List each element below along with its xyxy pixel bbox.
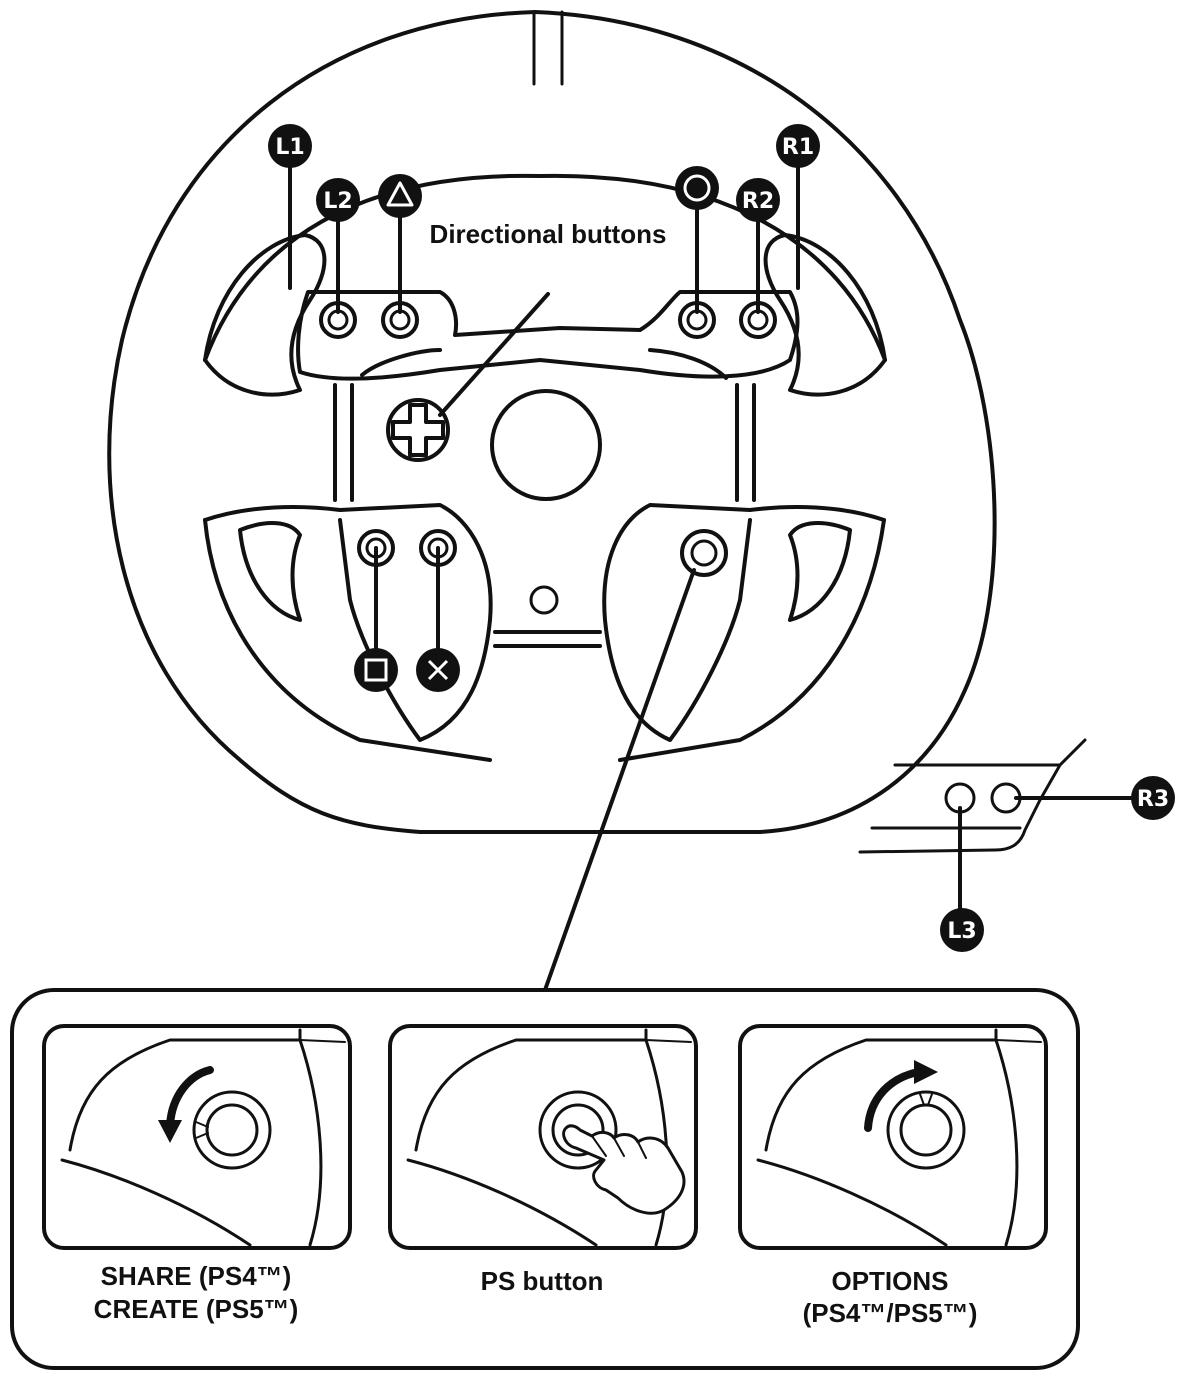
- directional-buttons-label: Directional buttons: [430, 219, 667, 249]
- share-create-panel: SHARE (PS4™) CREATE (PS5™): [42, 1024, 352, 1324]
- callout-r2-label: R2: [742, 189, 774, 214]
- rotate-counterclockwise-icon: [158, 1066, 214, 1143]
- right-lower-grip: [602, 503, 886, 742]
- callout-l3-label: L3: [947, 919, 976, 944]
- left-upper-grip: [203, 233, 800, 397]
- share-caption-line1: SHARE (PS4™): [101, 1261, 292, 1291]
- ps-encoder-button[interactable]: [680, 529, 728, 577]
- cross-icon: [416, 648, 460, 692]
- callout-r1: R1: [776, 124, 820, 168]
- square-icon: [354, 648, 398, 692]
- directional-pad-icon[interactable]: [386, 398, 450, 462]
- leader-lines: [288, 158, 800, 992]
- callout-l2-label: L2: [323, 189, 352, 214]
- circle-icon: [675, 166, 719, 210]
- options-caption-line1: OPTIONS: [831, 1266, 948, 1296]
- wheel-hub: [333, 348, 756, 648]
- ps-button-caption: PS button: [481, 1266, 604, 1296]
- ps-button-panel: PS button: [388, 1024, 698, 1296]
- l3-r3-inset: R3 L3: [858, 738, 1175, 952]
- wheel-rim: [107, 10, 997, 834]
- callout-r3: R3: [1131, 776, 1175, 820]
- share-caption-line2: CREATE (PS5™): [94, 1294, 299, 1324]
- rotate-clockwise-icon: [864, 1060, 938, 1132]
- hub-center: [490, 389, 602, 501]
- callout-l3: L3: [940, 908, 984, 952]
- hub-screw: [529, 585, 559, 615]
- triangle-icon: [378, 174, 422, 218]
- options-panel: OPTIONS (PS4™/PS5™): [738, 1024, 1048, 1328]
- callout-l1-label: L1: [275, 135, 304, 160]
- left-lower-grip: [203, 503, 493, 742]
- callout-l1: L1: [268, 124, 312, 168]
- callout-r3-label: R3: [1137, 787, 1169, 812]
- right-upper-grip: [763, 233, 887, 397]
- press-hand-icon: [562, 1124, 686, 1215]
- callout-r1-label: R1: [782, 135, 814, 160]
- options-caption-line2: (PS4™/PS5™): [803, 1298, 978, 1328]
- callout-l2: L2: [316, 178, 360, 222]
- detail-panel: [10, 988, 1080, 1370]
- callout-r2: R2: [736, 178, 780, 222]
